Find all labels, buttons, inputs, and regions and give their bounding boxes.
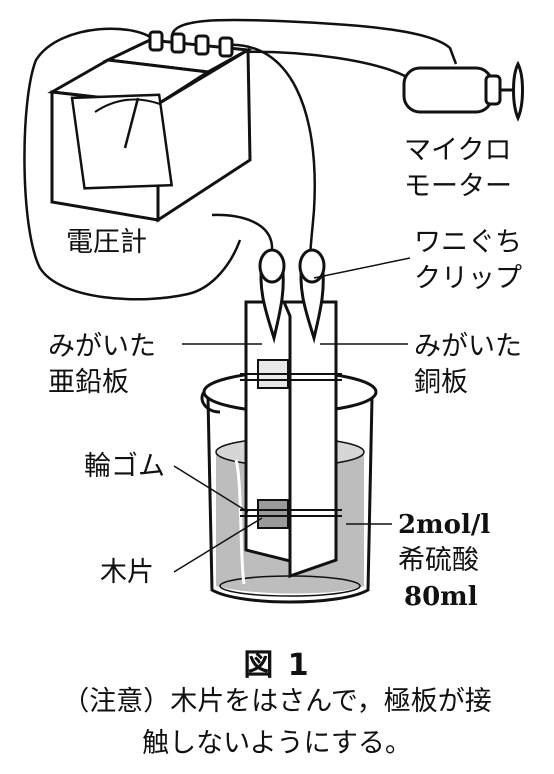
electrodes [240,300,342,579]
label-micro-motor-line2: モーター [404,171,512,202]
acid-side-shade [234,459,246,585]
label-zinc-line1: みがいた [48,331,156,362]
meter-terminal-2 [170,32,186,54]
rubber-band-upper [240,373,342,381]
wood-piece-lower [257,499,289,529]
leader-rubber-band [173,465,249,513]
label-acid-name: 希硫酸 [398,545,479,576]
wire-meter-to-motor-bottom [235,50,413,82]
motor-propeller [512,60,524,122]
motor-cap [484,74,502,106]
leader-lines [173,257,411,573]
label-rubber-band: 輪ゴム [84,451,165,482]
label-alligator-clip-line1: ワニぐち [414,227,522,258]
wire-to-copper-clip [224,43,316,263]
beaker-spout [200,391,221,414]
wire-meter-left [23,27,242,301]
figure-title: 図 1 [243,648,311,683]
wire-meter-to-zinc-clip [211,213,274,262]
micro-motor [402,60,524,122]
copper-plate [281,300,338,579]
wire-meter-to-motor-top [170,18,458,65]
label-zinc-line2: 亜鉛板 [48,367,129,398]
circuit-diagram [23,18,524,604]
leader-wood-piece [173,517,263,573]
copper-clip-boot [298,248,326,284]
label-wood-piece: 木片 [100,557,154,588]
meter-scale [94,98,161,113]
label-acid-concentration: 2mol/l [398,510,491,540]
meter-window [70,93,174,190]
meter-terminal-3 [194,34,210,56]
beaker-walls [206,397,374,604]
wires [23,18,458,301]
label-copper-line2: 銅板 [414,367,468,398]
label-copper-line1: みがいた [414,331,522,362]
caption-note-line1: （注意）木片をはさんで，極板が接 [62,686,492,717]
motor-body [402,66,494,114]
caption-note-line2: 触しないようにする。 [142,728,412,759]
meter-terminal-1 [148,30,164,52]
leader-alligator-clip [313,257,411,279]
label-micro-motor-line1: マイクロ [404,135,512,166]
label-acid-volume: 80ml [404,582,478,612]
zinc-clip-boot [258,248,286,284]
meter-needle [123,97,140,149]
label-voltmeter: 電圧計 [66,227,147,258]
alligator-clips [258,248,326,344]
label-alligator-clip-line2: クリップ [414,263,522,294]
rubber-band-lower [240,509,342,517]
meter-terminal-4 [218,36,234,58]
voltmeter [47,30,253,223]
